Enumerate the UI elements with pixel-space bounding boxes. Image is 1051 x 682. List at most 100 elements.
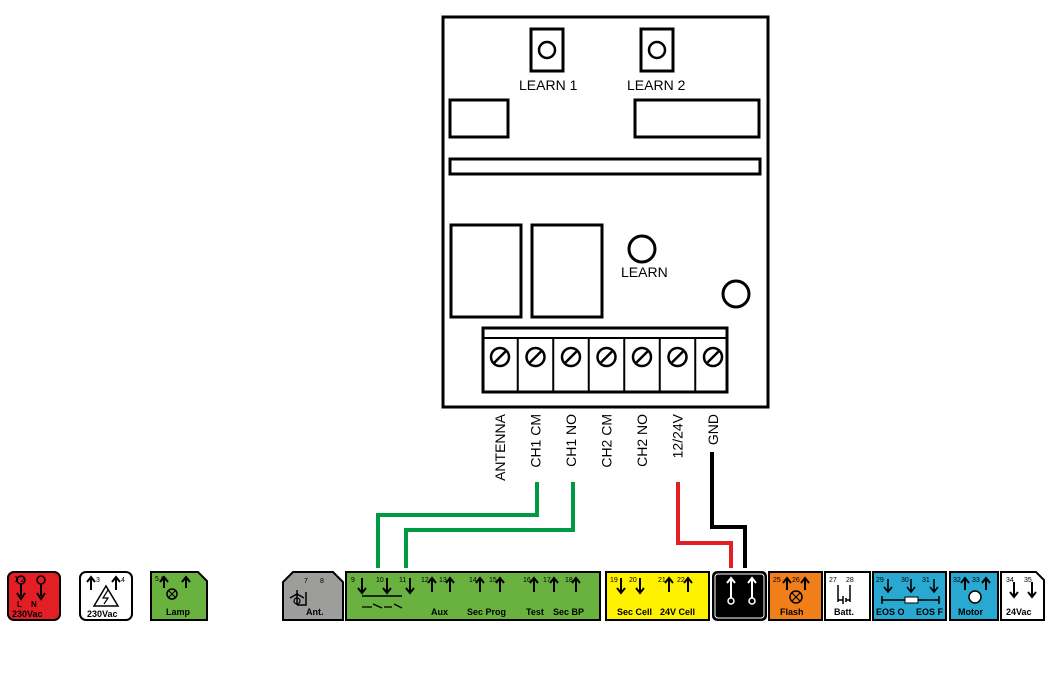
- terminal-screw: [489, 346, 511, 368]
- lamp-icon: [166, 588, 178, 600]
- ant-label: Ant.: [306, 607, 324, 617]
- svg-text:15: 15: [489, 577, 497, 584]
- power-nums: 1 2: [14, 575, 26, 584]
- lamp-nums: 5 6: [155, 576, 165, 583]
- eos-f-label: EOS F: [916, 607, 944, 617]
- svg-text:16: 16: [523, 577, 531, 584]
- terminal-glyph: 19: [610, 577, 626, 595]
- flash-block: 25 26 Flash: [768, 571, 823, 621]
- learn-label: LEARN: [621, 264, 668, 280]
- svg-text:12: 12: [421, 577, 429, 584]
- component-large: [633, 98, 761, 139]
- flash-num-25: 25: [773, 577, 781, 584]
- power-230vac-label: 230Vac: [12, 609, 43, 619]
- terminal-label: CH2 CM: [599, 414, 615, 468]
- component-small: [448, 98, 510, 139]
- learn-led: [627, 234, 657, 264]
- terminal-label: 12/24V: [670, 413, 686, 458]
- power-out-label: 230Vac: [87, 609, 118, 619]
- eos-num-29: 29: [876, 577, 884, 584]
- vac-24-block: 34 35 24Vac: [1000, 571, 1045, 621]
- dc-num-24: 24: [738, 577, 746, 584]
- eos-num-30: 30: [901, 577, 909, 584]
- vac-label: 24Vac: [1006, 607, 1032, 617]
- motor-num-33: 33: [972, 577, 980, 584]
- terminal-block: [481, 326, 729, 394]
- wire-12-24v: [676, 482, 733, 568]
- green-terminal-block: 9 10 11 12 13 14 15 16 17 18 Aux Sec Prog Test Se…: [345, 571, 601, 621]
- flash-label: Flash: [780, 607, 804, 617]
- terminal-label: CH1 NO: [563, 414, 579, 467]
- batt-label: Batt.: [834, 607, 854, 617]
- terminal-screw: [587, 338, 617, 392]
- terminal-label: ANTENNA: [492, 413, 508, 481]
- wire-gnd: [710, 452, 747, 568]
- vac-num-34: 34: [1006, 577, 1014, 584]
- motor-label: Motor: [958, 607, 983, 617]
- learn2-label: LEARN 2: [627, 77, 686, 93]
- svg-text:10: 10: [376, 577, 384, 584]
- vac-num-35: 35: [1024, 577, 1032, 584]
- test-label: Test: [526, 607, 544, 617]
- lamp-label: Lamp: [166, 607, 191, 617]
- learn1-label: LEARN 1: [519, 77, 578, 93]
- terminal-glyph: 14: [469, 576, 485, 592]
- terminal-glyph: 20: [629, 577, 645, 595]
- lamp-block: 5 6 Lamp: [150, 571, 208, 621]
- battery-icon: [837, 585, 851, 604]
- power-230vac-block: 1 2 L N 230Vac: [7, 571, 61, 621]
- motor-num-32: 32: [953, 577, 961, 584]
- flash-icon: [789, 590, 803, 604]
- terminal-label: CH2 NO: [634, 414, 650, 467]
- batt-num-27: 27: [829, 577, 837, 584]
- terminal-screw: [516, 338, 546, 392]
- hazard-icon: [92, 584, 120, 607]
- terminal-labels: ANTENNA CH1 CM CH1 NO CH2 CM CH2 NO 12/24V GND: [492, 413, 721, 481]
- eos-num-31: 31: [922, 577, 930, 584]
- terminal-glyph: 10: [376, 577, 392, 595]
- motor-icon: [968, 590, 982, 604]
- terminal-label: CH1 CM: [528, 414, 544, 468]
- battery-block: 27 28 Batt.: [824, 571, 871, 621]
- svg-text:11: 11: [399, 577, 406, 584]
- power-n-label: N: [31, 600, 37, 609]
- terminal-glyph: 9: [351, 577, 367, 595]
- wires: [376, 452, 747, 568]
- svg-text:22: 22: [677, 577, 685, 584]
- svg-text:18: 18: [565, 577, 573, 584]
- power-l-label: L: [17, 600, 22, 609]
- relay-1: [449, 223, 523, 319]
- power-out-n4: 4: [121, 577, 125, 584]
- terminal-label: GND: [705, 414, 721, 445]
- ant-num-7: 7: [304, 578, 308, 585]
- sec-bp-label: Sec BP: [553, 607, 584, 617]
- terminal-screw: [623, 338, 653, 392]
- cell-24v-label: 24V Cell: [660, 607, 695, 617]
- antenna-block: 7 8 Ant.: [282, 571, 344, 621]
- eos-block: 29 30 31 EOS O EOS F: [872, 571, 947, 621]
- svg-text:17: 17: [543, 577, 551, 584]
- dc-label: 24V dc: [722, 607, 751, 617]
- receiver-board: LEARN 1 LEARN 2 LEARN: [441, 15, 770, 409]
- flash-num-26: 26: [792, 577, 800, 584]
- svg-text:14: 14: [469, 577, 477, 584]
- dc-24v-block: 23 24 24V dc: [712, 571, 767, 621]
- svg-text:9: 9: [351, 577, 355, 584]
- power-out-n3: 3: [96, 577, 100, 584]
- svg-text:21: 21: [658, 577, 666, 584]
- sec-prog-label: Sec Prog: [467, 607, 506, 617]
- ant-num-8: 8: [320, 578, 324, 585]
- terminal-glyph: 15: [489, 576, 505, 592]
- mount-hole: [721, 279, 751, 309]
- aux-label: Aux: [431, 607, 448, 617]
- dc-num-23: 23: [718, 577, 726, 584]
- batt-num-28: 28: [846, 577, 854, 584]
- eos-o-label: EOS O: [876, 607, 905, 617]
- motor-block: 32 33 Motor: [949, 571, 999, 621]
- svg-text:13: 13: [439, 577, 447, 584]
- svg-text:20: 20: [629, 577, 637, 584]
- wire-ch1-no: [404, 482, 575, 568]
- terminal-screw: [694, 338, 724, 392]
